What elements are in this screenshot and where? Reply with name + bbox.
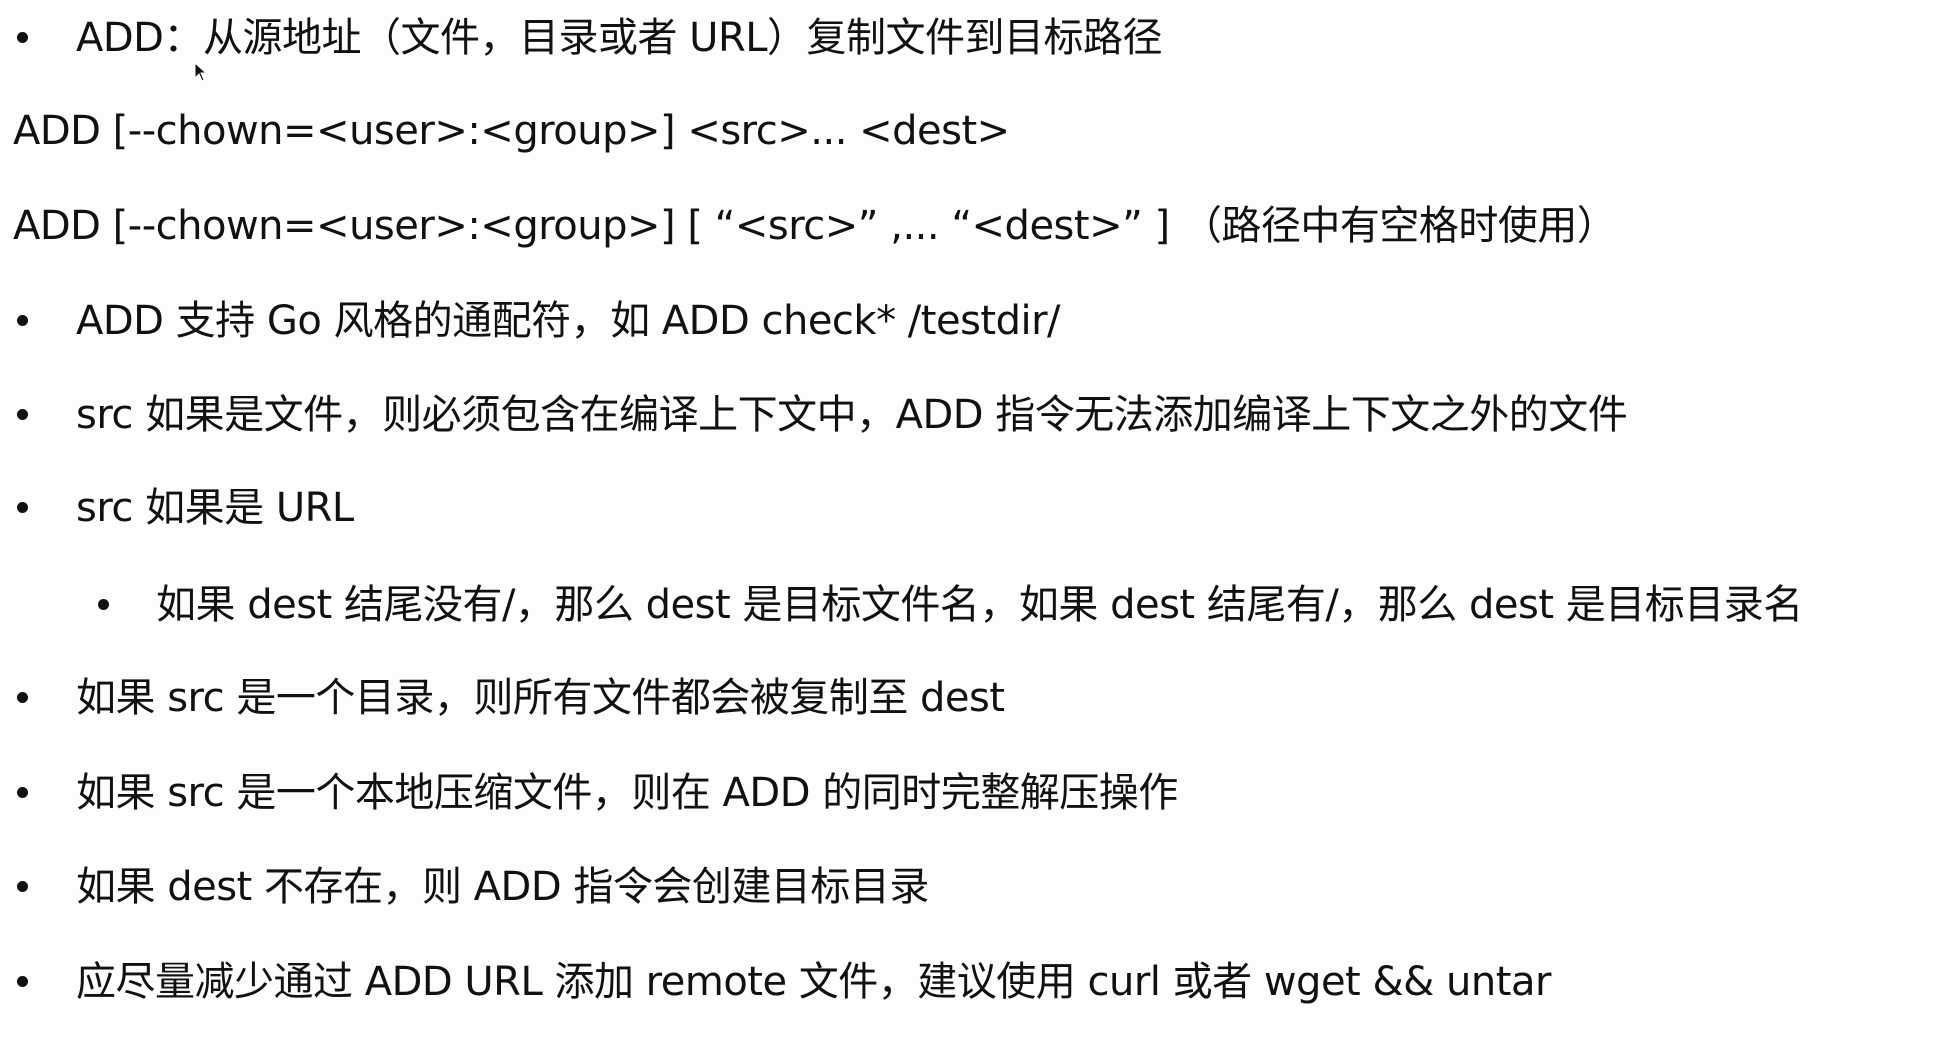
bullet-icon <box>17 976 28 987</box>
bullet-icon <box>17 32 28 43</box>
line-text: ADD [--chown=<user>:<group>] <src>... <d… <box>13 108 1010 154</box>
line-text: 如果 dest 结尾没有/，那么 dest 是目标文件名，如果 dest 结尾有… <box>156 582 1803 628</box>
line-text: 如果 dest 不存在，则 ADD 指令会创建目标目录 <box>76 864 929 910</box>
bullet-icon <box>17 502 28 513</box>
line-text: ADD [--chown=<user>:<group>] [ “<src>” ,… <box>13 203 1617 249</box>
line-text: src 如果是 URL <box>76 485 354 531</box>
bullet-icon <box>17 315 28 326</box>
line-text: ADD 支持 Go 风格的通配符，如 ADD check* /testdir/ <box>76 298 1061 344</box>
bullet-icon <box>98 599 109 610</box>
line-text: 应尽量减少通过 ADD URL 添加 remote 文件，建议使用 curl 或… <box>76 959 1551 1005</box>
bullet-icon <box>17 409 28 420</box>
line-text: 如果 src 是一个目录，则所有文件都会被复制至 dest <box>76 675 1005 721</box>
line-text: ADD：从源地址（文件，目录或者 URL）复制文件到目标路径 <box>76 15 1163 61</box>
line-text: src 如果是文件，则必须包含在编译上下文中，ADD 指令无法添加编译上下文之外… <box>76 392 1628 438</box>
bullet-icon <box>17 692 28 703</box>
line-text: 如果 src 是一个本地压缩文件，则在 ADD 的同时完整解压操作 <box>76 770 1178 816</box>
mouse-pointer-icon <box>194 62 208 82</box>
bullet-icon <box>17 881 28 892</box>
bullet-icon <box>17 787 28 798</box>
